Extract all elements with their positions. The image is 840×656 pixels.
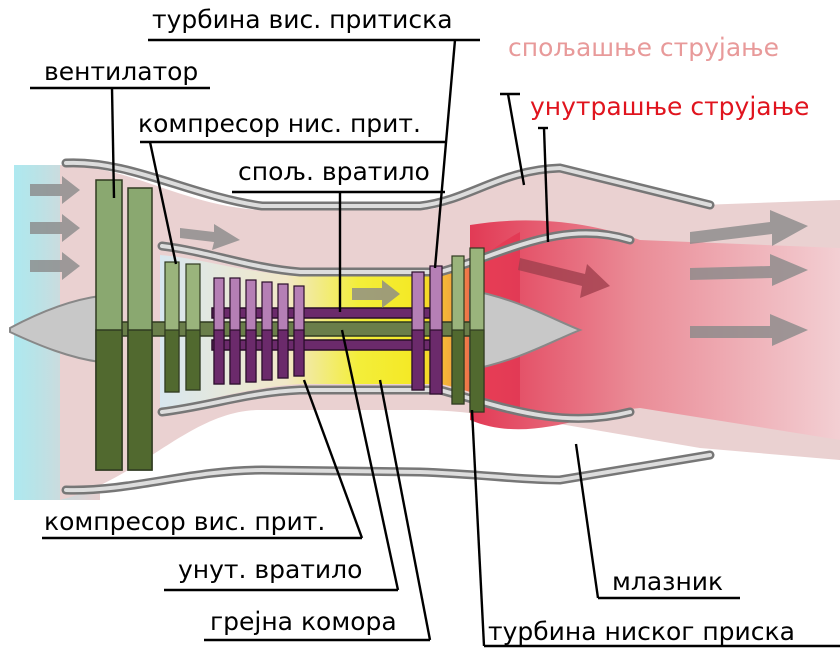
outer-shaft-bottom bbox=[211, 339, 431, 351]
label-outer-flow: спољашње струјање bbox=[508, 33, 779, 62]
hp-turbine-blades bbox=[411, 265, 443, 395]
lp-turbine-blades bbox=[451, 247, 485, 413]
lp-compressor-blades bbox=[164, 261, 201, 393]
label-inner-shaft: унут. вратило bbox=[178, 555, 362, 584]
label-inner-flow: унутрашње струјање bbox=[530, 92, 809, 121]
label-combustor: грејна комора bbox=[210, 607, 397, 636]
tail-cone bbox=[469, 288, 583, 372]
flow-arrows bbox=[30, 176, 808, 346]
label-lp-turbine: турбина ниског приска bbox=[488, 617, 795, 646]
label-fan: вентилатор bbox=[44, 57, 198, 86]
label-lp-compressor: компресор нис. прит. bbox=[138, 109, 421, 138]
fan-blades bbox=[95, 179, 153, 471]
label-hp-turbine: турбина вис. притиска bbox=[152, 5, 453, 34]
hp-compressor-blades bbox=[213, 277, 305, 385]
leader-lines bbox=[30, 38, 840, 648]
label-outer-shaft: спољ. вратило bbox=[238, 157, 430, 186]
label-hp-compressor: компресор вис. прит. bbox=[44, 507, 325, 536]
outer-shaft-top bbox=[211, 307, 431, 319]
label-nozzle: млазник bbox=[612, 567, 723, 596]
